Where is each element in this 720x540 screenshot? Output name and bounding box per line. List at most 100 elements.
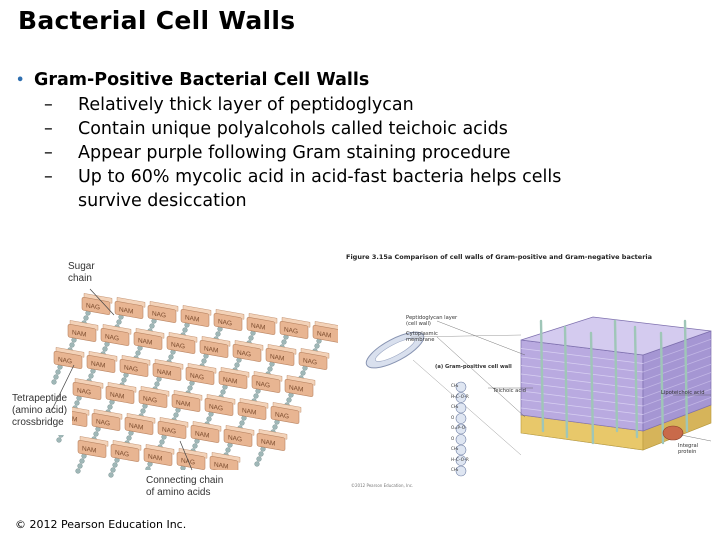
sugar-block: NAG [185, 363, 217, 385]
chain-unit [455, 392, 467, 403]
amino-acid-bead [77, 463, 83, 469]
subpoint-continuation: survive desiccation [16, 189, 706, 213]
amino-acid-bead [256, 456, 262, 462]
sugar-block: NAG [119, 355, 151, 377]
amino-acid-bead [116, 319, 122, 325]
chain-label: O [451, 435, 455, 441]
block-label: NAG [105, 333, 119, 342]
amino-acid-bead [248, 335, 254, 341]
chain-label: O [451, 414, 455, 420]
sugar-block: NAM [256, 429, 288, 451]
sugar-block: NAG [81, 293, 113, 315]
block-label: NAG [218, 318, 232, 327]
amino-acid-bead [300, 370, 306, 376]
dash-marker: – [44, 95, 53, 115]
slide-title: Bacterial Cell Walls [18, 6, 296, 35]
amino-acid-bead [281, 339, 287, 345]
sugar-block: NAM [209, 452, 241, 474]
amino-acid-bead [107, 404, 113, 410]
teichoic-acid-chain [455, 381, 467, 477]
subpoint-text: Contain unique polyalcohols called teich… [78, 119, 508, 139]
block-label: NAM [72, 329, 86, 338]
amino-acid-bead [258, 451, 264, 457]
block-label: NAG [303, 357, 317, 366]
block-label: NAG [171, 341, 185, 350]
sugar-block: NAM [171, 390, 203, 412]
sugar-leader-line [89, 288, 115, 316]
dash-marker: – [44, 167, 53, 187]
sugar-block: NAM [143, 444, 175, 466]
block-label: NAG [124, 364, 138, 373]
chain-unit [455, 423, 467, 435]
bullet-main-text: Gram-Positive Bacterial Cell Walls [34, 70, 370, 90]
sugar-block: NAM [246, 313, 278, 335]
block-label: NAG [228, 434, 242, 443]
block-label: NAM [204, 345, 218, 354]
connecting-label-line2: of amino acids [146, 487, 210, 497]
gram-positive-figure: Figure 3.15a Comparison of cell walls of… [343, 245, 717, 497]
bullet-marker-icon: • [16, 73, 25, 88]
block-label: NAG [190, 372, 204, 381]
amino-acid-bead [93, 431, 99, 437]
sugar-block: NAG [270, 402, 302, 424]
block-label: NAG [237, 349, 251, 358]
block-label: NAG [284, 326, 298, 335]
amino-acid-bead [56, 437, 62, 443]
block-label: NAG [181, 457, 195, 466]
sugar-block: NAG [100, 324, 132, 346]
sugar-block: NAM [190, 421, 222, 443]
amino-acid-bead [110, 467, 116, 473]
block-label: NAG [152, 310, 166, 319]
lipoteichoic-rod [563, 325, 569, 439]
amino-acid-bead [225, 447, 231, 453]
amino-acid-bead [88, 373, 94, 379]
tetrapeptide-label-line3: crossbridge [12, 417, 64, 428]
dash-marker: – [44, 119, 53, 139]
sugar-block: NAG [279, 317, 311, 339]
sugar-block: NAG [204, 394, 236, 416]
amino-acid-bead [220, 389, 226, 395]
amino-acid-bead [83, 315, 89, 321]
amino-acid-bead [272, 424, 278, 430]
amino-acid-bead [140, 408, 146, 414]
tetrapeptide-label-line1: Tetrapeptide [12, 393, 67, 404]
cell-wall-diagram [365, 316, 712, 477]
tetrapeptide-label-bg [12, 385, 72, 435]
amino-acid-bead [159, 439, 165, 445]
amino-acid-bead [149, 323, 155, 329]
wall-block [520, 316, 712, 451]
amino-acid-bead [286, 397, 292, 403]
sugar-label-bg [64, 257, 112, 289]
amino-acid-bead [154, 381, 160, 387]
amino-acid-bead [112, 462, 118, 468]
sugar-block: NAG [157, 417, 189, 439]
sugar-block: NAM [199, 336, 231, 358]
block-label: NAM [317, 330, 331, 339]
amino-acid-bead [314, 343, 320, 349]
subpoint-text: survive desiccation [78, 191, 247, 211]
integral-label-line2: protein [678, 449, 697, 455]
block-label: NAG [275, 411, 289, 420]
sugar-block: NAM [124, 413, 156, 435]
teichoic-label: Teichoic acid [493, 388, 526, 394]
peptidoglycan-label-line1: Peptidoglycan layer [406, 315, 458, 321]
amino-acid-bead [69, 342, 75, 348]
lipoteichoic-label: Lipoteichoic acid [661, 390, 705, 396]
block-label: NAG [256, 380, 270, 389]
block-label: NAM [138, 337, 152, 346]
amino-acid-bead [79, 458, 85, 464]
chain-unit [455, 413, 467, 424]
cytoplasmic-label-line1: Cytoplasmic [406, 331, 438, 337]
sugar-block: NAG [110, 440, 142, 462]
lipoteichoic-rod [659, 331, 665, 445]
integral-protein-icon [662, 425, 684, 441]
chain-unit [455, 455, 467, 466]
connecting-label-bg [140, 470, 255, 497]
amino-acid-bead [239, 420, 245, 426]
block-label: NAM [185, 314, 199, 323]
sugar-block: NAM [265, 344, 297, 366]
sugar-block: NAG [53, 347, 85, 369]
chain-label: CH₂ [451, 404, 459, 409]
sugar-block: NAM [312, 321, 338, 343]
